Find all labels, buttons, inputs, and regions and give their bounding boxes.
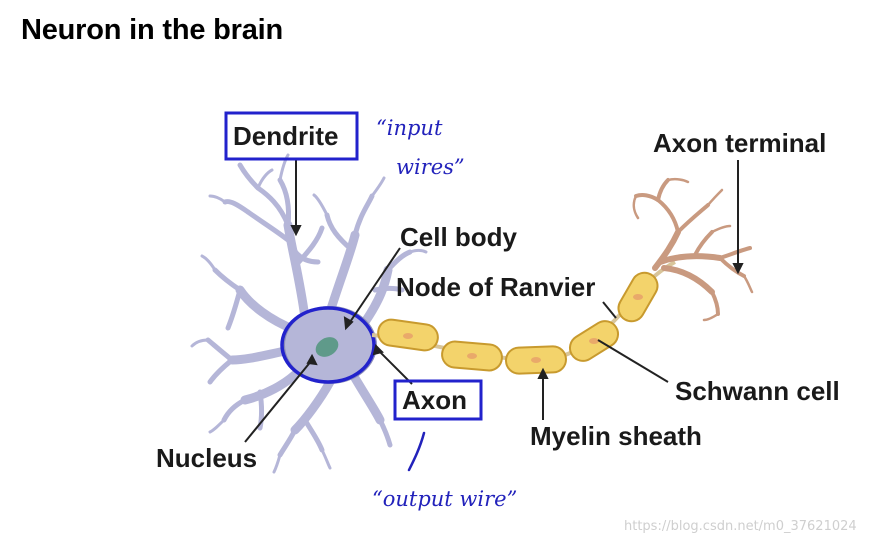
annotation-output-wire: “output wire” — [372, 487, 517, 511]
label-node-of-ranvier: Node of Ranvier — [396, 272, 595, 302]
page-title: Neuron in the brain — [21, 14, 284, 46]
myelin-sheath — [377, 271, 659, 375]
output-wire-tick — [407, 431, 426, 472]
label-axon-terminal: Axon terminal — [653, 128, 826, 158]
label-cell-body: Cell body — [400, 222, 518, 252]
pointer-lines — [244, 158, 744, 443]
nucleus — [315, 337, 339, 357]
label-myelin-sheath: Myelin sheath — [530, 421, 702, 451]
label-schwann-cell: Schwann cell — [675, 376, 840, 406]
axon-terminal — [632, 177, 754, 322]
annotation-input-wires-line1: “input — [376, 116, 443, 140]
annotation-input-wires-line2: wires” — [396, 155, 465, 179]
axon-box — [393, 379, 483, 421]
cell-body-highlight-circle — [280, 306, 376, 384]
watermark: https://blog.csdn.net/m0_37621024 — [624, 519, 857, 534]
label-axon: Axon — [402, 385, 467, 415]
dendrite-box — [224, 111, 359, 161]
label-nucleus: Nucleus — [156, 443, 257, 473]
label-dendrite: Dendrite — [233, 121, 338, 151]
